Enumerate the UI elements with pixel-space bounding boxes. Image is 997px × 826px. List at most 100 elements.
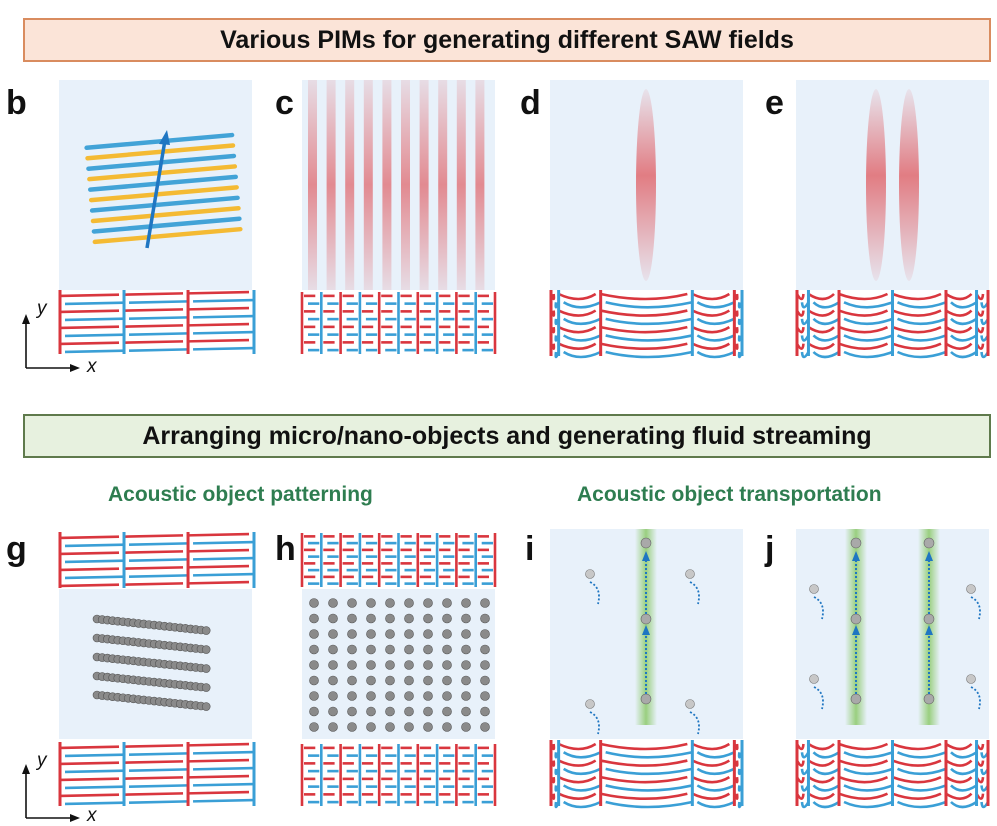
electrode-finger — [696, 317, 735, 326]
saw-stripe — [85, 143, 236, 161]
particle — [640, 613, 652, 625]
panel-c-field — [302, 80, 495, 290]
electrode-finger — [605, 334, 693, 342]
particle — [347, 629, 357, 639]
electrode-finger — [807, 742, 835, 751]
panel-e-field — [796, 80, 989, 290]
particle — [201, 683, 211, 692]
electrode-finger — [123, 292, 184, 296]
particle — [309, 660, 319, 670]
standing-wave-node — [438, 80, 448, 290]
particle — [328, 675, 338, 686]
particle — [461, 706, 471, 717]
particle — [480, 644, 490, 655]
particle — [404, 613, 414, 624]
electrode-finger — [892, 325, 942, 334]
particle — [366, 660, 376, 670]
axes-indicator-top — [14, 300, 104, 376]
electrode-finger — [605, 751, 693, 759]
particle — [461, 629, 471, 639]
electrode-finger — [123, 324, 184, 328]
particle — [328, 722, 338, 732]
electrode-finger — [64, 785, 125, 790]
electrode-finger — [193, 298, 255, 303]
particle — [423, 660, 433, 670]
panel-g-electrodes-top — [57, 532, 257, 588]
electrode-finger — [59, 567, 120, 572]
subheading-transportation: Acoustic object transportation — [577, 483, 882, 506]
electrode-finger — [945, 776, 973, 784]
particle — [385, 660, 395, 670]
axes-indicator-bottom — [14, 750, 104, 826]
electrode-finger — [600, 775, 688, 784]
electrode-finger — [950, 800, 978, 809]
electrode-finger — [691, 775, 731, 784]
particle — [461, 644, 471, 655]
focused-beam — [899, 89, 919, 281]
standing-wave-node — [456, 80, 466, 290]
electrode-finger — [945, 309, 973, 317]
particle — [850, 537, 862, 549]
particle — [480, 706, 490, 717]
electrode-finger — [945, 742, 973, 751]
electrode-finger — [64, 317, 125, 322]
electrode-finger — [807, 292, 835, 301]
electrode-finger — [945, 292, 973, 301]
particle — [809, 674, 819, 684]
saw-stripe — [87, 164, 238, 182]
particle — [347, 598, 357, 608]
electrode-finger — [892, 792, 942, 801]
electrode-finger — [128, 768, 189, 772]
particle — [423, 675, 433, 686]
electrode-finger — [188, 580, 250, 585]
electrode-finger — [562, 800, 602, 809]
electrode-finger — [64, 769, 125, 774]
particle — [328, 598, 338, 608]
particle — [850, 693, 862, 705]
electrode-finger — [838, 759, 889, 767]
saw-stripe — [84, 132, 235, 151]
field-background — [796, 529, 989, 739]
electrode-finger — [807, 792, 835, 801]
particle — [461, 598, 471, 608]
particle — [640, 537, 652, 549]
electrode-finger — [950, 350, 978, 359]
electrode-finger — [691, 759, 731, 767]
electrode-finger — [59, 551, 120, 556]
particle — [309, 598, 319, 608]
electrode-finger — [838, 342, 889, 351]
particle — [480, 629, 490, 639]
particle — [685, 569, 695, 579]
particle — [442, 598, 452, 608]
electrode-finger — [562, 301, 602, 309]
electrode-finger — [696, 784, 735, 792]
particle — [347, 706, 357, 717]
electrode-finger — [64, 753, 125, 758]
particle — [328, 691, 338, 701]
panel-label-e: e — [765, 84, 784, 122]
arrow-head — [642, 551, 650, 561]
particle — [309, 691, 319, 701]
particle — [423, 644, 433, 655]
electrode-finger — [896, 317, 947, 326]
electrode-finger — [128, 784, 189, 788]
top-banner: Various PIMs for generating different SA… — [23, 18, 991, 62]
electrode-finger — [193, 314, 255, 319]
electrode-finger — [812, 301, 840, 309]
particle — [366, 613, 376, 624]
particle — [923, 613, 935, 625]
particle — [366, 598, 376, 608]
electrode-finger — [605, 301, 693, 309]
particle — [404, 660, 414, 670]
panel-label-i: i — [525, 530, 535, 568]
particle — [442, 691, 452, 701]
saw-stripe — [92, 226, 243, 245]
particle — [461, 675, 471, 686]
saw-stripe — [89, 195, 240, 213]
electrode-finger — [812, 767, 840, 776]
electrode-finger — [600, 325, 688, 334]
particle — [461, 613, 471, 624]
electrode-finger — [843, 800, 893, 809]
electrode-finger — [558, 309, 597, 317]
electrode-finger — [600, 742, 688, 751]
